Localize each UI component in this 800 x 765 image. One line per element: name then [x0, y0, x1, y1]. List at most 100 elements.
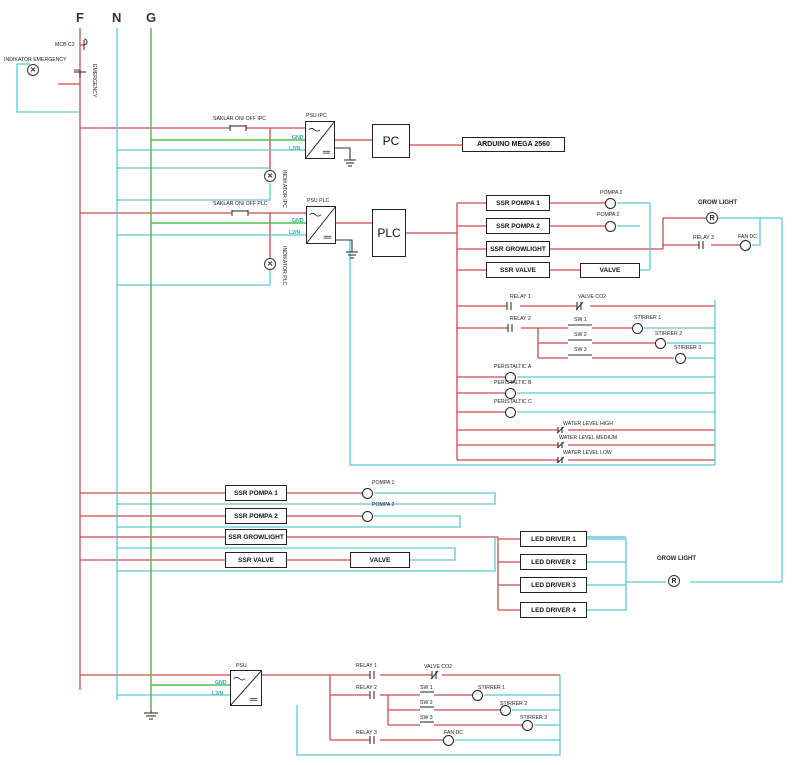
- contacts: [74, 38, 704, 744]
- saklar-ipc-label: SAKLAR ON/ OFF IPC: [213, 116, 267, 122]
- plc-stirrer3-coil: [675, 353, 686, 364]
- saklar-plc-label: SAKLAR ON/ OFF PLC: [213, 201, 268, 207]
- psu-plc-symbol-icon: [307, 207, 335, 243]
- mid-pompa1-coil: [362, 488, 373, 499]
- plc-stirrer2-label: STIRRER 2: [655, 331, 683, 337]
- psu-ipc-block: [305, 121, 335, 159]
- plc-wl-medium-label: WATER LEVEL MEDIUM: [559, 435, 618, 441]
- bottom-sw2-label: SW 2: [420, 700, 433, 706]
- bottom-sw1-label: SW 1: [420, 685, 433, 691]
- mid-ssr-valve: SSR VALVE: [225, 552, 287, 568]
- indicator-emergency-lamp-icon: ✕: [27, 64, 39, 76]
- plc-stirrer1-label: STIRRER 1: [634, 315, 662, 321]
- plc-gnd-label: GND: [292, 218, 304, 224]
- pc-box: PC: [372, 124, 410, 158]
- pc-gnd-label: GND: [292, 135, 304, 141]
- psu-plc-block: [306, 206, 336, 244]
- plc-peristaltic-c-coil: [505, 407, 516, 418]
- mid-ssr-pompa2: SSR POMPA 2: [225, 508, 287, 524]
- indicator-plc-lamp-icon: ✕: [264, 258, 276, 270]
- plc-wl-high-label: WATER LEVEL HIGH: [563, 421, 613, 427]
- plc-pompa2-coil: [605, 221, 616, 232]
- plc-peristaltic-b-coil: [505, 388, 516, 399]
- rail-f-label: F: [76, 10, 84, 25]
- plc-fan-dc-label: FAN DC: [738, 234, 758, 240]
- wires-neutral: [16, 28, 783, 756]
- plc-pompa1-coil: [605, 198, 616, 209]
- plc-grow-light-lamp-icon: R: [706, 212, 718, 224]
- mid-grow-light-label: GROW LIGHT: [657, 556, 696, 562]
- mid-pompa2-label: POMPA 2: [372, 502, 395, 508]
- plc-peristaltic-a-label: PERISTALTIC A: [494, 364, 532, 370]
- plc-pompa1-label: POMPA 1: [600, 190, 623, 196]
- plc-ssr-growlight: SSR GROWLIGHT: [486, 241, 550, 257]
- plc-valve-box: VALVE: [580, 263, 640, 278]
- plc-stirrer2-coil: [655, 338, 666, 349]
- wires-phase: [58, 28, 740, 741]
- bottom-psu-symbol-icon: [231, 671, 261, 705]
- pc-l2n-label: L2/N: [289, 146, 301, 152]
- plc-fan-dc-coil: [740, 240, 751, 251]
- plc-sw2-label: SW 2: [574, 332, 587, 338]
- led-driver-1: LED DRIVER 1: [520, 531, 587, 547]
- plc-l2n-label: L2/N: [289, 230, 301, 236]
- plc-peristaltic-a-coil: [505, 372, 516, 383]
- bottom-stirrer2-label: STIRRER 2: [500, 701, 528, 707]
- plc-peristaltic-b-label: PERISTALTIC B: [494, 380, 532, 386]
- indicator-plc-label: INDIKATOR PLC: [281, 246, 287, 286]
- bottom-stirrer1-label: STIRRER 1: [478, 685, 506, 691]
- bottom-stirrer3-coil: [522, 720, 533, 731]
- bottom-relay1-label: RELAY 1: [356, 663, 377, 669]
- plc-wl-low-label: WATER LEVEL LOW: [563, 450, 612, 456]
- bottom-stirrer1-coil: [472, 690, 483, 701]
- bottom-stirrer2-coil: [500, 705, 511, 716]
- indicator-emergency-label: INDIKATOR EMERGENCY: [4, 57, 67, 63]
- bottom-relay2-label: RELAY 2: [356, 685, 377, 691]
- plc-grow-light-label: GROW LIGHT: [698, 200, 737, 206]
- rail-n-label: N: [112, 10, 122, 25]
- plc-relay3-label: RELAY 3: [693, 235, 714, 241]
- bottom-stirrer3-label: STIRRER 3: [520, 715, 548, 721]
- bottom-sw3-label: SW 3: [420, 715, 433, 721]
- plc-peristaltic-c-label: PERISTALTIC C: [494, 399, 532, 405]
- plc-box: PLC: [372, 209, 406, 257]
- ground-symbols: [144, 147, 358, 720]
- mid-ssr-growlight: SSR GROWLIGHT: [225, 529, 287, 545]
- mid-ssr-pompa1: SSR POMPA 1: [225, 485, 287, 501]
- plc-valve-co2-label: VALVE CO2: [578, 294, 607, 300]
- emergency-label: EMERGENCY: [91, 64, 97, 98]
- psu-ipc-symbol-icon: [306, 122, 334, 158]
- indicator-ipc-lamp-icon: ✕: [264, 170, 276, 182]
- led-driver-2: LED DRIVER 2: [520, 554, 587, 570]
- mid-valve-box: VALVE: [350, 552, 410, 568]
- bottom-relay3-label: RELAY 3: [356, 730, 377, 736]
- plc-pompa2-label: POMPA 2: [597, 212, 620, 218]
- led-driver-4: LED DRIVER 4: [520, 602, 587, 618]
- mid-pompa2-coil: [362, 511, 373, 522]
- indicator-ipc-label: INDIKATOR IPC: [281, 170, 287, 208]
- plc-relay2-label: RELAY 2: [510, 316, 531, 322]
- mid-grow-light-lamp-icon: R: [668, 575, 680, 587]
- arduino-box: ARDUINO MEGA 2560: [462, 137, 565, 152]
- plc-ssr-valve: SSR VALVE: [486, 262, 550, 278]
- rail-g-label: G: [146, 10, 157, 25]
- plc-relay1-label: RELAY 1: [510, 294, 531, 300]
- psu-ipc-label: PSU IPC: [306, 113, 327, 119]
- wires-ground: [150, 28, 306, 710]
- bottom-fan-dc-coil: [443, 735, 454, 746]
- led-driver-3: LED DRIVER 3: [520, 577, 587, 593]
- bottom-l2n-label: L2/N: [212, 691, 224, 697]
- psu-plc-label: PSU PLC: [307, 198, 330, 204]
- bottom-psu-label: PSU: [236, 663, 247, 669]
- bottom-psu-block: [230, 670, 262, 706]
- bottom-valve-co2-label: VALVE CO2: [424, 664, 453, 670]
- bottom-gnd-label: GND: [215, 680, 227, 686]
- plc-ssr-pompa1: SSR POMPA 1: [486, 195, 550, 211]
- plc-stirrer1-coil: [632, 323, 643, 334]
- mcb-label: MCB C2: [55, 42, 75, 48]
- plc-sw1-label: SW 1: [574, 317, 587, 323]
- mid-pompa1-label: POMPA 1: [372, 480, 395, 486]
- bottom-fan-dc-label: FAN DC: [444, 730, 464, 736]
- plc-stirrer3-label: STIRRER 3: [674, 345, 702, 351]
